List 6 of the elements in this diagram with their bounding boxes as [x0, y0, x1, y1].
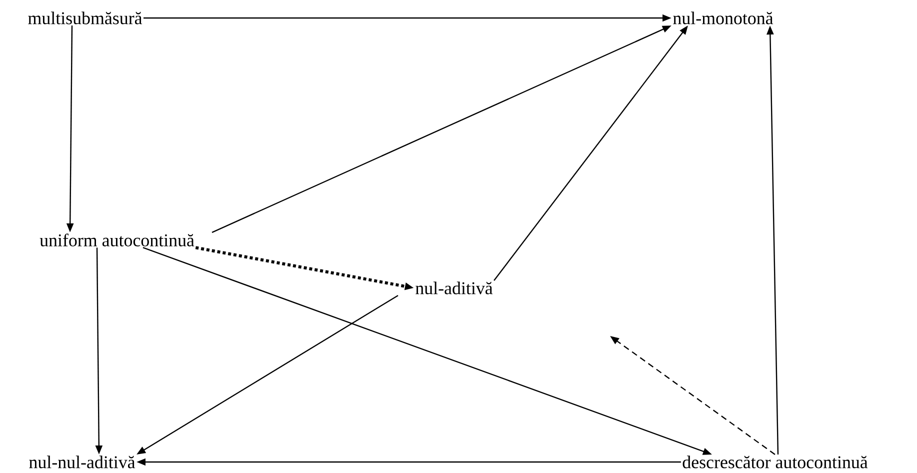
node-label: nul-nul-aditivă [29, 456, 136, 468]
node-label: descrescător autocontinuă [682, 456, 868, 468]
node-label: nul-monotonă [673, 12, 774, 24]
node-label: uniform autocontinuă [40, 234, 194, 246]
node-label: multisubmăsură [28, 12, 142, 24]
node-label: nul-aditivă [416, 282, 493, 294]
